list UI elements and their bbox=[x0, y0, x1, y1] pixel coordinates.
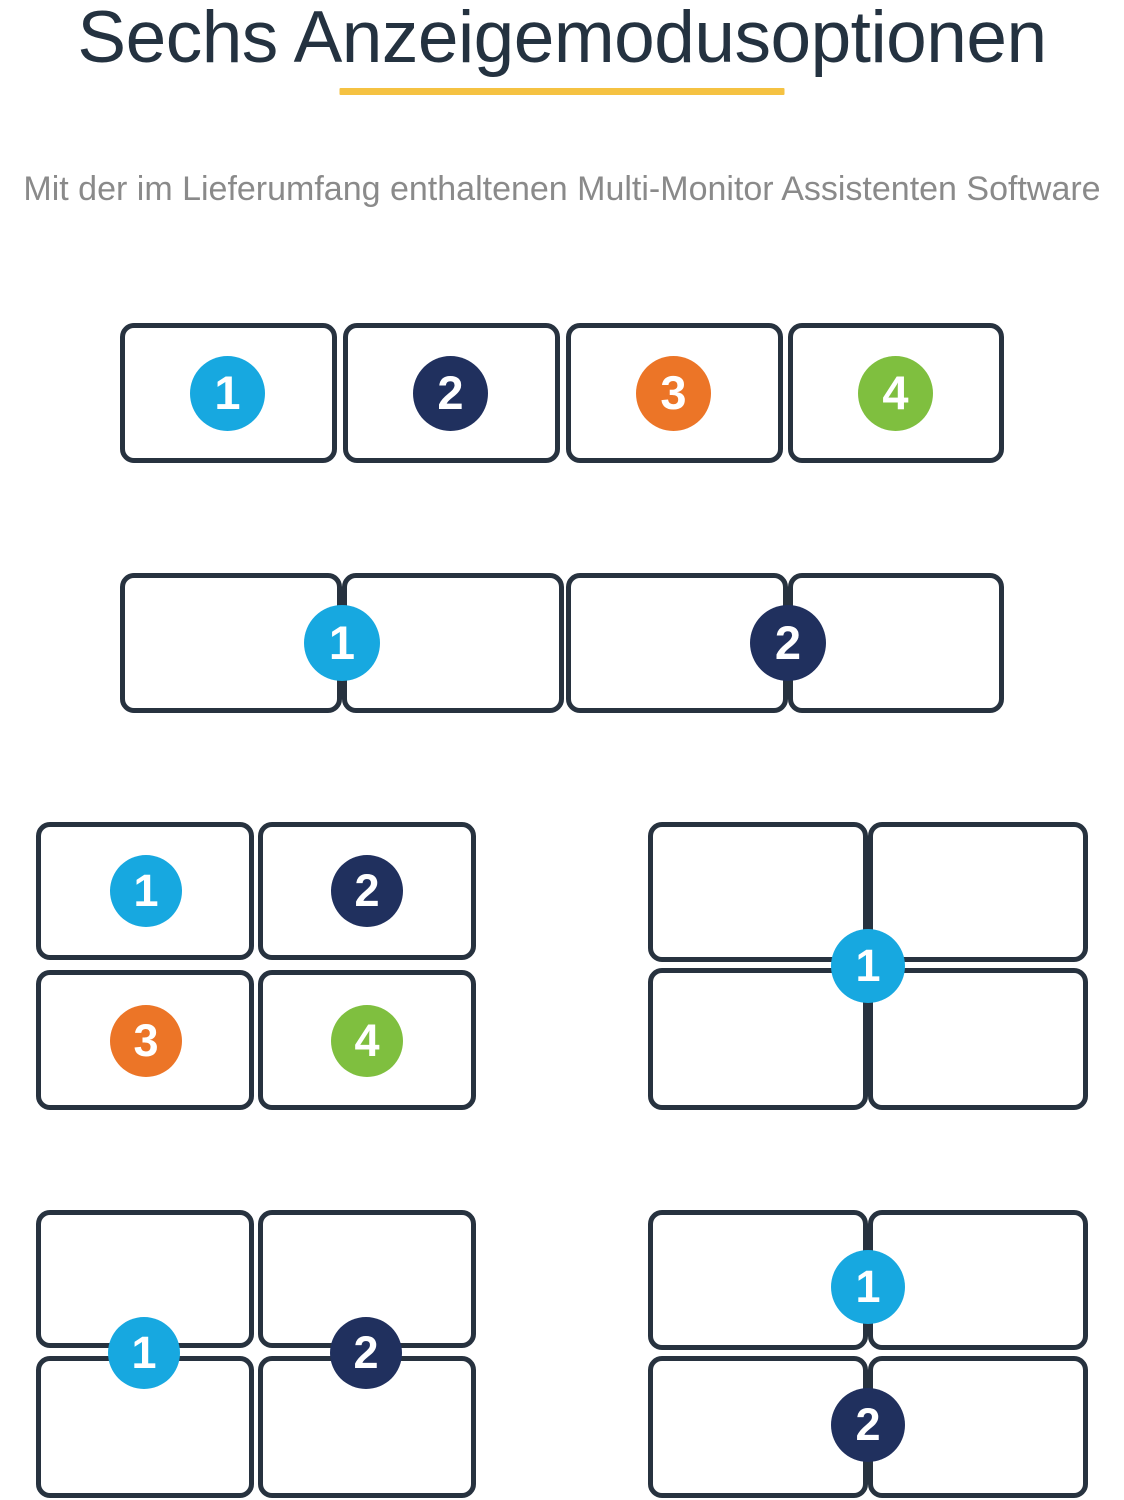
badge-label: 1 bbox=[133, 864, 159, 916]
display-number-badge: 4 bbox=[858, 356, 933, 431]
diagram-two-by-two-row-span: 1 2 bbox=[648, 1210, 1088, 1498]
diagram-four-monitors-side-by-side: 1 2 3 4 bbox=[120, 323, 1004, 463]
display-number-badge: 2 bbox=[413, 356, 488, 431]
monitor-screen bbox=[648, 968, 868, 1110]
display-number-badge: 1 bbox=[110, 855, 182, 927]
badge-label: 4 bbox=[354, 1014, 380, 1066]
diagram-two-by-two-separate: 1 2 3 4 bbox=[36, 822, 476, 1110]
badge-label: 1 bbox=[131, 1326, 157, 1378]
monitor-screen bbox=[36, 822, 254, 960]
badge-label: 1 bbox=[855, 939, 881, 991]
title-underline-accent bbox=[339, 88, 785, 95]
display-number-badge: 2 bbox=[330, 1317, 402, 1389]
display-number-badge: 3 bbox=[110, 1005, 182, 1077]
monitor-screen bbox=[868, 968, 1088, 1110]
display-number-badge: 1 bbox=[304, 605, 380, 681]
display-number-badge: 4 bbox=[331, 1005, 403, 1077]
badge-label: 1 bbox=[214, 366, 241, 419]
monitor-screen bbox=[648, 822, 868, 962]
diagram-two-by-two-column-span: 1 2 bbox=[36, 1210, 476, 1498]
badge-label: 2 bbox=[353, 1326, 379, 1378]
page-subtitle: Mit der im Lieferumfang enthaltenen Mult… bbox=[23, 170, 1101, 208]
display-number-badge: 2 bbox=[750, 605, 826, 681]
display-number-badge: 1 bbox=[108, 1317, 180, 1389]
badge-label: 2 bbox=[354, 864, 380, 916]
monitor-screen bbox=[868, 822, 1088, 962]
display-number-badge: 1 bbox=[831, 929, 905, 1003]
badge-label: 3 bbox=[133, 1014, 159, 1066]
display-number-badge: 1 bbox=[831, 1250, 905, 1324]
display-number-badge: 1 bbox=[190, 356, 265, 431]
diagram-two-pairs-spanned: 1 2 bbox=[120, 573, 1004, 713]
badge-label: 2 bbox=[774, 615, 802, 669]
badge-label: 2 bbox=[855, 1398, 881, 1450]
display-number-badge: 2 bbox=[831, 1388, 905, 1462]
badge-label: 2 bbox=[437, 366, 464, 419]
display-number-badge: 3 bbox=[636, 356, 711, 431]
display-number-badge: 2 bbox=[331, 855, 403, 927]
diagram-two-by-two-single-span: 1 bbox=[648, 822, 1088, 1110]
badge-label: 1 bbox=[855, 1260, 881, 1312]
badge-label: 1 bbox=[328, 615, 356, 669]
page-header: Sechs Anzeigemodusoptionen Mit der im Li… bbox=[0, 0, 1124, 230]
page-title: Sechs Anzeigemodusoptionen bbox=[77, 0, 1047, 78]
badge-label: 3 bbox=[660, 366, 687, 419]
badge-label: 4 bbox=[882, 366, 909, 419]
